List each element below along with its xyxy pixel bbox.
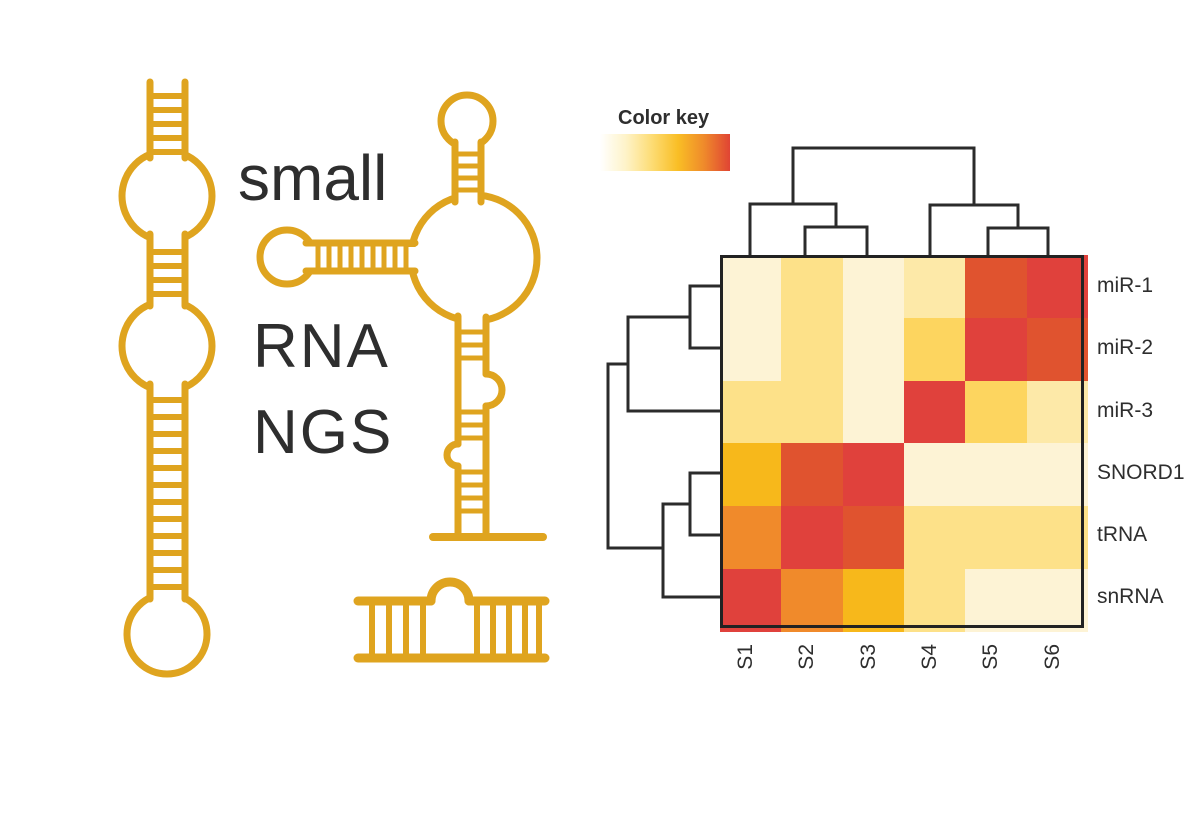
heatmap-cell-SNORD1-S5	[965, 443, 1027, 507]
heatmap-cell-miR-1-S1	[720, 255, 782, 318]
row-label-SNORD1: SNORD1	[1097, 461, 1185, 484]
heatmap-cell-SNORD1-S6	[1026, 443, 1088, 507]
heatmap-cell-tRNA-S4	[903, 506, 966, 570]
row-dendrogram	[606, 284, 720, 599]
heatmap-cell-miR-1-S3	[842, 255, 904, 318]
col-label-S2: S2	[795, 644, 819, 670]
heatmap-grid	[720, 255, 1088, 632]
row-label-snRNA: snRNA	[1097, 585, 1164, 608]
heatmap-cell-miR-2-S4	[903, 317, 966, 381]
heatmap-cell-tRNA-S6	[1026, 506, 1088, 570]
headline-word-small: small	[238, 142, 388, 214]
heatmap-cell-miR-2-S3	[842, 317, 904, 381]
column-dendrogram	[748, 146, 1050, 255]
col-label-S6: S6	[1040, 644, 1064, 670]
col-label-S1: S1	[734, 644, 757, 670]
heatmap-cell-SNORD1-S1	[720, 443, 782, 507]
heatmap-cell-tRNA-S5	[965, 506, 1027, 570]
row-label-tRNA: tRNA	[1097, 523, 1148, 546]
heatmap-cell-SNORD1-S2	[781, 443, 843, 507]
rna-stem-loop-chain-icon	[118, 78, 216, 678]
heatmap-cell-miR-3-S3	[842, 380, 904, 444]
color-key-title: Color key	[618, 107, 710, 129]
heatmap-cell-miR-3-S5	[965, 380, 1027, 444]
heatmap-cell-miR-2-S5	[965, 317, 1027, 381]
heatmap-cell-tRNA-S3	[842, 506, 904, 570]
heatmap-cell-miR-2-S2	[781, 317, 843, 381]
heatmap-cell-miR-3-S1	[720, 380, 782, 444]
heatmap-cell-tRNA-S2	[781, 506, 843, 570]
heatmap-cell-snRNA-S5	[965, 569, 1027, 632]
color-key-gradient-bar	[600, 134, 730, 171]
headline-word-ngs: NGS	[253, 398, 394, 467]
heatmap-cell-snRNA-S6	[1026, 569, 1088, 632]
heatmap-cell-miR-3-S2	[781, 380, 843, 444]
heatmap-cell-SNORD1-S3	[842, 443, 904, 507]
heatmap-cell-miR-2-S1	[720, 317, 782, 381]
heatmap-cell-miR-3-S6	[1026, 380, 1088, 444]
heatmap-cell-snRNA-S3	[842, 569, 904, 632]
heatmap-cell-miR-1-S6	[1026, 255, 1088, 318]
heatmap-cell-snRNA-S1	[720, 569, 782, 632]
heatmap-cell-miR-1-S4	[903, 255, 966, 318]
headline-word-rna: RNA	[253, 312, 390, 381]
row-label-miR-2: miR-2	[1097, 336, 1153, 359]
heatmap-cell-miR-1-S5	[965, 255, 1027, 318]
double-strand-rna-ladder-icon	[353, 577, 550, 663]
heatmap-cell-snRNA-S4	[903, 569, 966, 632]
heatmap-cell-tRNA-S1	[720, 506, 782, 570]
col-label-S5: S5	[979, 644, 1003, 670]
col-label-S4: S4	[917, 644, 941, 670]
heatmap-cell-miR-3-S4	[903, 380, 966, 444]
heatmap-cell-SNORD1-S4	[903, 443, 966, 507]
heatmap-cell-snRNA-S2	[781, 569, 843, 632]
row-label-miR-3: miR-3	[1097, 399, 1153, 422]
row-label-miR-1: miR-1	[1097, 274, 1153, 297]
heatmap-cell-miR-2-S6	[1026, 317, 1088, 381]
col-label-S3: S3	[856, 644, 880, 670]
heatmap-cell-miR-1-S2	[781, 255, 843, 318]
trna-secondary-structure-icon	[256, 91, 547, 541]
